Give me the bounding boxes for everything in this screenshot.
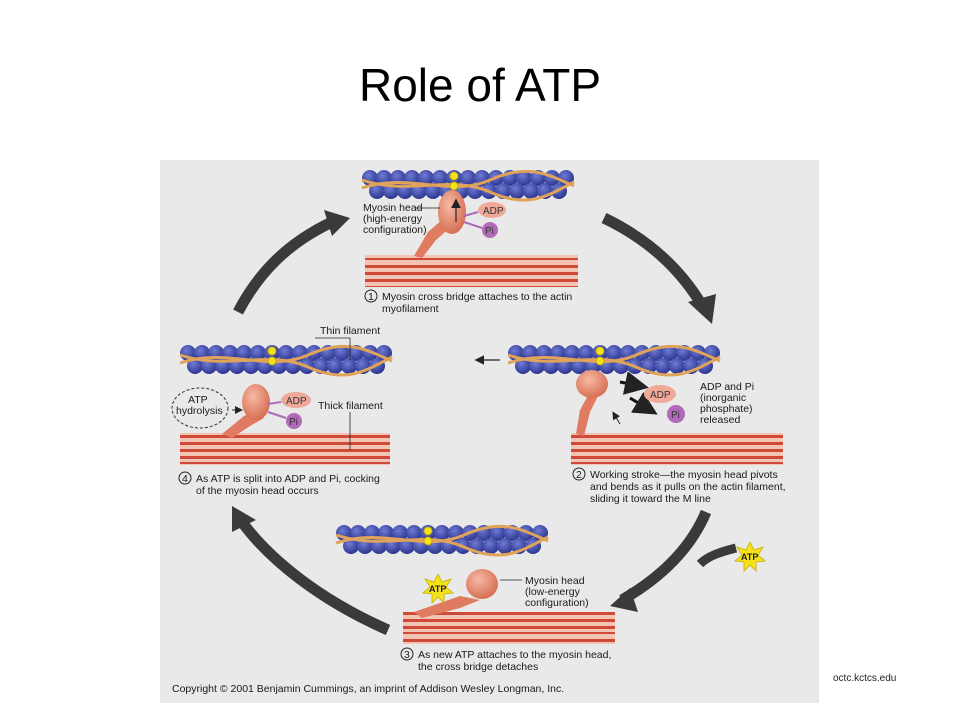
step4-group: ADP Pi ATP hydrolysis Thin filament Thic… [171,325,394,497]
step1-group: ADP Pi Myosin head (high-energy configur… [360,168,578,315]
step2-thin-filament [506,343,722,377]
step4-hydrolysis-label-2: hydrolysis [176,405,223,417]
cycle-arrow-atp-join [696,543,738,568]
step3-thin-filament [334,523,550,557]
step1-head-label: Myosin head [363,202,423,214]
step1-myosin-head [438,190,466,234]
step3-number: 3 [404,649,410,661]
step1-adp-chip [478,202,506,218]
step4-adp-chip [281,392,311,408]
slide-title: Role of ATP [358,59,602,111]
step2-thick-filament [571,433,783,465]
step4-hydrolysis-bubble [171,387,229,429]
cycle-arrow-3-to-4 [237,518,391,636]
step2-caption-2: and bends as it pulls on the actin filam… [590,481,786,493]
step1-thick-filament [365,255,578,287]
thin-filament-label: Thin filament [320,325,380,337]
step1-pi-label: Pi [485,226,494,237]
step3-group: Myosin head (low-energy configuration) A… [334,523,766,673]
step4-caption-2: of the myosin head occurs [196,485,319,497]
step2-myosin-head [576,370,608,398]
step3-thick-filament [403,612,615,644]
step2-caption-3: sliding it toward the M line [590,493,711,505]
source-credit: octc.kctcs.edu [833,673,897,684]
step2-released-label: ADP and Pi [700,381,754,393]
step4-pi-label: Pi [289,417,298,428]
thick-filament-label: Thick filament [318,400,383,412]
step2-myosin-neck [576,392,600,436]
step4-hydrolysis-label: ATP [188,394,208,406]
figure-copyright: Copyright © 2001 Benjamin Cummings, an i… [172,683,564,695]
step2-pi-chip [667,405,685,423]
step1-thin-filament [360,168,576,202]
step2-group: ADP Pi ADP and Pi (inorganic phosphate) … [474,343,786,505]
cross-bridge-cycle-diagram: ADP Pi Myosin head (high-energy configur… [171,168,786,695]
step4-adp-label: ADP [286,396,307,407]
step3-head-label-3: configuration) [525,597,589,609]
step1-caption-2: myofilament [382,303,439,315]
step3-myosin-head [466,569,498,599]
cycle-arrow-2-to-3 [619,509,712,605]
step2-number: 2 [576,469,582,481]
cycle-arrows [233,213,738,636]
step3-head-label: Myosin head [525,575,585,587]
step1-head-label-2: (high-energy [363,213,423,225]
step4-number: 4 [182,473,188,485]
step3-head-label-2: (low-energy [525,586,581,598]
step4-myosin-head [242,384,270,420]
step4-thick-filament [180,433,390,465]
step1-head-label-3: configuration) [363,224,427,236]
step4-pi-chip [286,413,302,429]
step1-pi-chip [482,222,498,238]
step2-adp-chip [644,385,676,403]
cross-bridge-cycle-figure: ADP Pi Myosin head (high-energy configur… [160,160,819,703]
step3-caption: As new ATP attaches to the myosin head, [418,649,611,661]
cycle-arrow-1-to-2 [601,213,705,305]
step1-myosin-neck [414,220,452,258]
step2-released-label-4: released [700,414,740,426]
step2-caption: Working stroke—the myosin head pivots [590,469,778,481]
cycle-arrow-4-to-1 [233,217,335,315]
step4-thin-filament [178,343,394,377]
cycle-arrowheads [232,210,716,612]
step1-caption: Myosin cross bridge attaches to the acti… [382,291,572,303]
step3-atp-incoming-label: ATP [741,552,758,562]
step2-adp-label: ADP [650,390,671,401]
step2-pi-label: Pi [671,410,680,421]
step2-released-label-2: (inorganic [700,392,746,404]
step3-atp-bound-label: ATP [429,584,446,594]
step1-number: 1 [368,291,374,303]
step2-released-label-3: phosphate) [700,403,753,415]
step3-myosin-neck [414,596,480,618]
step1-adp-label: ADP [483,206,504,217]
step3-caption-2: the cross bridge detaches [418,661,538,673]
step4-caption: As ATP is split into ADP and Pi, cocking [196,473,380,485]
